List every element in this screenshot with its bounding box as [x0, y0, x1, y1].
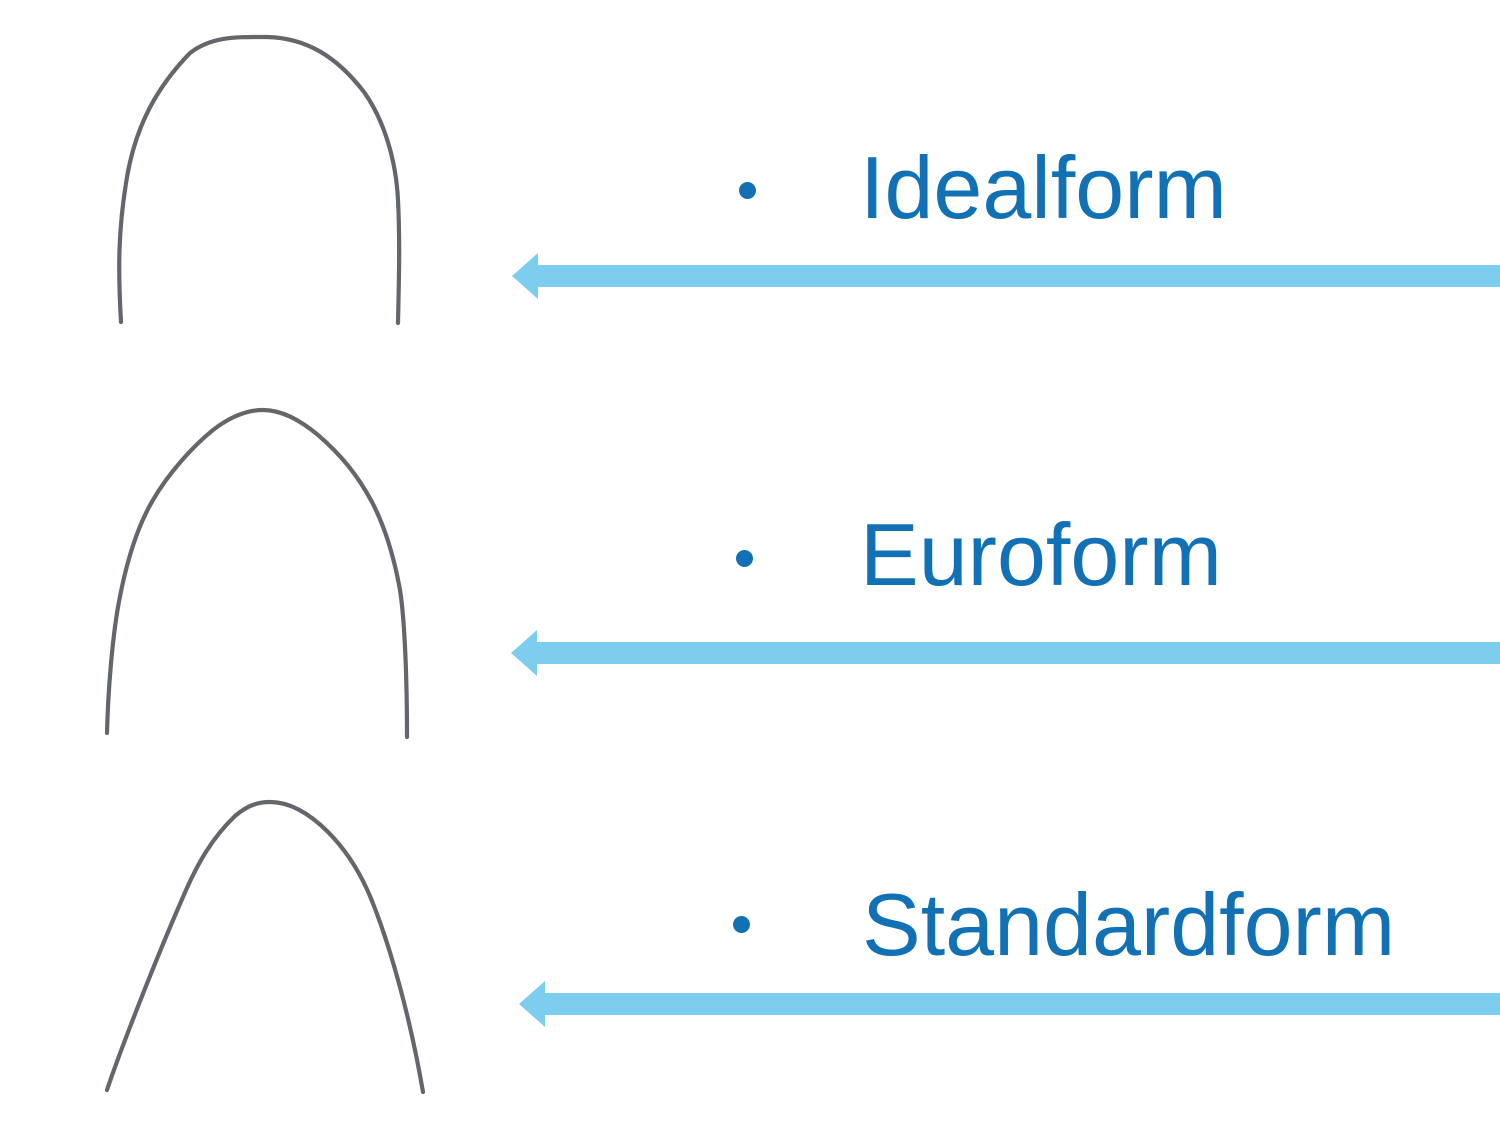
- label-idealform: Idealform: [860, 138, 1227, 237]
- standard-archwire-icon: [100, 796, 430, 1096]
- label-standardform: Standardform: [862, 875, 1396, 974]
- left-arrow-icon: [519, 981, 1500, 1032]
- left-arrow-icon: [511, 630, 1500, 681]
- label-euroform: Euroform: [860, 505, 1222, 604]
- euro-archwire-icon: [102, 402, 412, 742]
- ideal-archwire-icon: [112, 30, 412, 330]
- bullet-icon: [736, 550, 753, 567]
- left-arrow-icon: [512, 253, 1500, 304]
- bullet-icon: [739, 182, 756, 199]
- bullet-icon: [733, 916, 750, 933]
